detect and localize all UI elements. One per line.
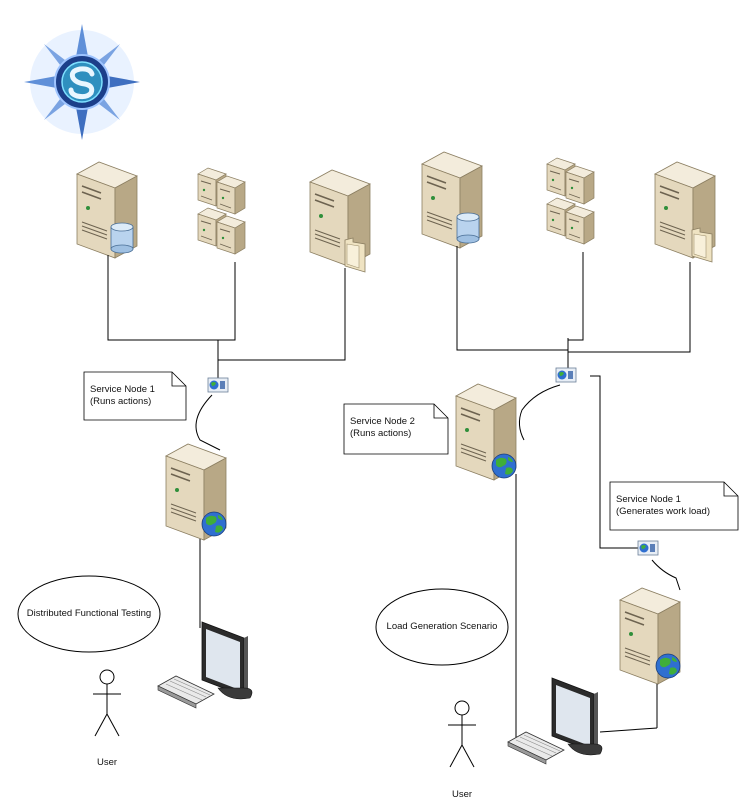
app-server-left: [165, 443, 227, 541]
service-node-2-link-icon: [555, 367, 577, 383]
file-server-right: [654, 161, 716, 263]
service-node-2-note: [343, 403, 449, 455]
server-cluster-right: [546, 157, 595, 245]
scenario-title-left: Distributed Functional Testing: [26, 608, 152, 619]
service-node-1-title: Service Node 1: [90, 384, 155, 395]
service-node-1-note-text: Service Node 1 (Runs actions): [90, 384, 155, 408]
service-node-1-link-icon: [637, 540, 659, 556]
scenario-ellipse-left: [17, 575, 161, 653]
service-node-1-workload-note: [609, 481, 739, 531]
scenario-ellipse-right: [375, 588, 509, 666]
server-cluster-left: [197, 167, 246, 255]
database-server-left: [76, 161, 138, 259]
user-figure-right: [447, 700, 477, 768]
load-server-right: [619, 587, 681, 685]
workstation-left: [157, 621, 253, 709]
user-label-right: User: [451, 789, 473, 800]
service-node-2-note-text: Service Node 2 (Runs actions): [350, 416, 415, 440]
service-node-1-subtitle: (Runs actions): [90, 396, 152, 407]
user-figure-left: [92, 669, 122, 737]
service-node-1-note: [83, 371, 187, 421]
service-node-1-workload-title: Service Node 1: [616, 494, 681, 505]
user-label-left: User: [96, 757, 118, 768]
compass-logo-icon: [24, 24, 140, 140]
service-node-2-title: Service Node 2: [350, 416, 415, 427]
service-node-1-workload-note-text: Service Node 1 (Generates work load): [616, 494, 710, 518]
network-lines-left: [107, 255, 346, 628]
file-server-left: [309, 169, 371, 273]
service-node-1-workload-subtitle: (Generates work load): [616, 506, 710, 517]
service-node-1-icon: [207, 377, 229, 393]
service-node-2-subtitle: (Runs actions): [350, 428, 412, 439]
network-lines-right: [456, 246, 691, 746]
app-server-right: [455, 383, 517, 481]
database-server-right: [421, 151, 483, 249]
scenario-title-right: Load Generation Scenario: [386, 621, 498, 632]
workstation-right: [507, 677, 603, 765]
